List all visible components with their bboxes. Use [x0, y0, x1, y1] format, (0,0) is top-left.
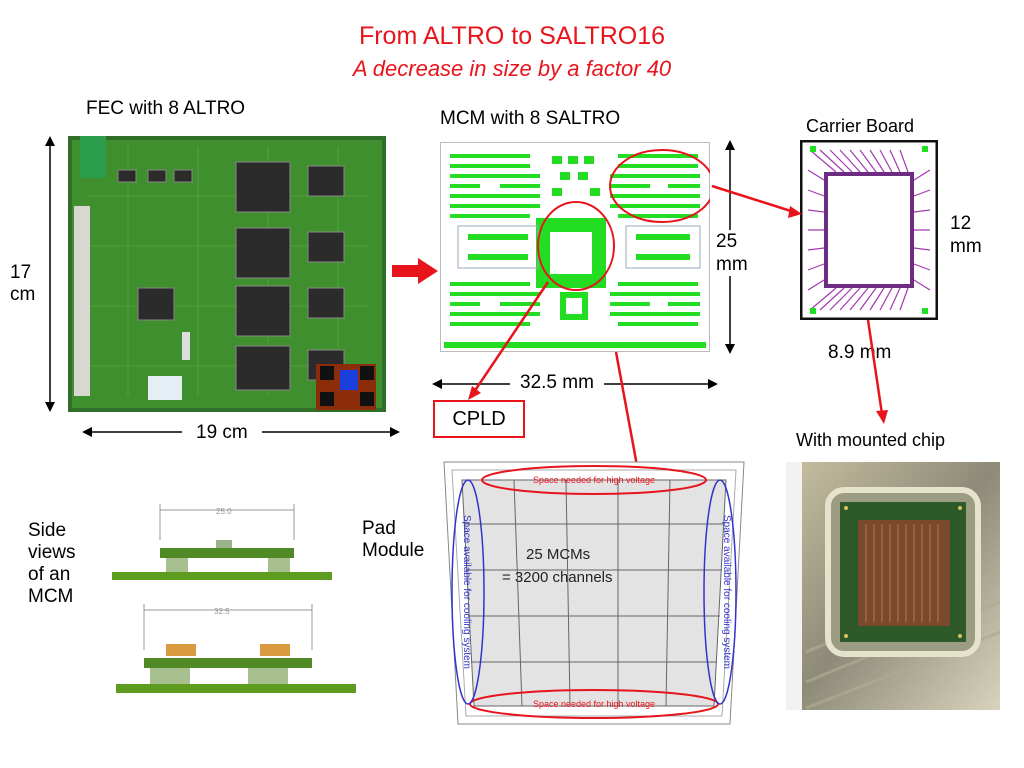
- mcm-count-text: 25 MCMs: [526, 546, 591, 563]
- mcm-layout-image: [440, 142, 710, 352]
- side-views-line-1: Side: [28, 520, 67, 541]
- side-view-bottom-dim: 32.5: [214, 607, 230, 616]
- mounted-chip-photo: [786, 462, 1000, 710]
- carrier-height-label: 12 mm: [950, 212, 982, 258]
- fec-board-image: [68, 136, 386, 412]
- mcm-height-label: 25 mm: [716, 230, 748, 276]
- slide-title: From ALTRO to SALTRO16: [358, 22, 666, 50]
- carrier-height-unit: mm: [950, 236, 982, 257]
- side-views-line-4: MCM: [28, 586, 74, 607]
- mcm-height-num: 25: [716, 231, 738, 252]
- fec-to-mcm-arrow: [392, 258, 438, 284]
- cpld-box: CPLD: [433, 400, 525, 438]
- side-views-line-2: views: [28, 542, 76, 563]
- hv-text-bottom: Space needed for high voltage: [533, 699, 655, 709]
- channels-text: = 3200 channels: [502, 569, 613, 586]
- side-view-top-dim: 25.0: [216, 507, 232, 516]
- fec-label: FEC with 8 ALTRO: [86, 98, 246, 119]
- fec-height-num: 17: [10, 262, 32, 283]
- mounted-chip-label: With mounted chip: [796, 430, 946, 450]
- carrier-width-label: 8.9 mm: [828, 342, 892, 363]
- mcm-width-label: 32.5 mm: [510, 372, 604, 394]
- pad-module-drawing: Space needed for high voltage Space need…: [443, 461, 745, 725]
- hv-text-top: Space needed for high voltage: [533, 475, 655, 485]
- fec-height-unit: cm: [10, 284, 36, 305]
- pad-module-line-1: Pad: [362, 518, 396, 539]
- side-views-line-3: of an: [28, 564, 71, 585]
- cooling-text-right: Space available for cooling system: [721, 515, 732, 669]
- mcm-label: MCM with 8 SALTRO: [440, 108, 621, 129]
- fec-width-label: 19 cm: [182, 422, 262, 444]
- cooling-text-left: Space available for cooling system: [461, 515, 472, 669]
- carrier-height-num: 12: [950, 213, 972, 234]
- slide-subtitle: A decrease in size by a factor 40: [352, 56, 672, 81]
- fec-height-label: 17 cm: [10, 262, 36, 306]
- mcm-height-unit: mm: [716, 254, 748, 275]
- pad-module-label: Pad Module: [362, 518, 424, 562]
- side-views-drawing: 25.0 32.5: [112, 504, 356, 693]
- fec-height-arrow: [45, 136, 55, 412]
- carrier-board-image: [800, 140, 938, 320]
- pad-module-line-2: Module: [362, 540, 425, 561]
- side-views-label: Side views of an MCM: [28, 520, 76, 608]
- carrier-board-label: Carrier Board: [806, 116, 915, 136]
